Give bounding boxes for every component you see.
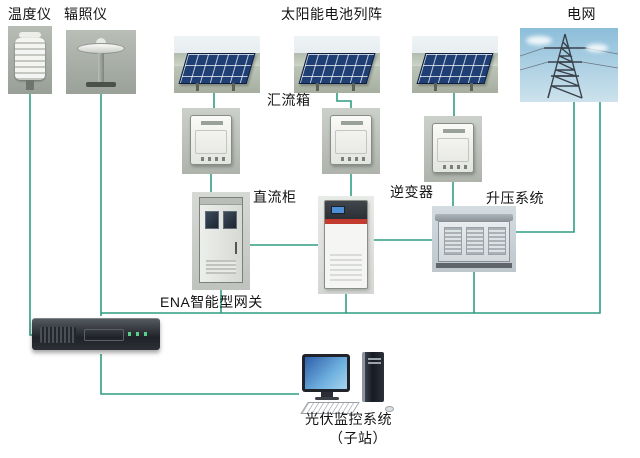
vent-grille — [330, 254, 362, 282]
wire-gateway-monitor — [100, 354, 299, 395]
box-door — [195, 130, 227, 154]
front-panel — [84, 329, 124, 341]
panel-leg — [470, 83, 473, 91]
monitor-icon — [302, 354, 350, 392]
dc-cabinet-label: 直流柜 — [253, 189, 297, 205]
inverter-label: 逆变器 — [390, 184, 434, 200]
nameplate — [201, 121, 223, 125]
solar-panel-icon — [298, 53, 376, 84]
drive-slots — [368, 358, 381, 364]
cable-glands — [201, 157, 225, 161]
vent-grille — [40, 327, 76, 343]
combiner-box-icon — [190, 115, 232, 165]
louver-panel — [488, 227, 506, 255]
monitor-stand — [321, 392, 333, 397]
louver-panel — [444, 227, 462, 255]
combiner-box-icon — [330, 115, 372, 165]
cabinet-window — [223, 211, 237, 229]
monitor-label-line2: （子站） — [329, 430, 387, 446]
louver-panel — [466, 227, 484, 255]
inverter-display — [331, 206, 345, 214]
sensor-mount-icon — [26, 80, 34, 90]
combiner-box-icon — [432, 123, 474, 173]
transformer-body-icon — [438, 221, 510, 262]
radiation-shield-cap-icon — [19, 32, 41, 38]
panel-leg — [352, 83, 355, 91]
radiation-shield-stack-icon — [15, 38, 45, 80]
nameplate — [443, 129, 465, 133]
pc-tower-icon — [362, 352, 384, 402]
solar-array-label: 太阳能电池列阵 — [281, 6, 383, 22]
cable-glands — [443, 165, 467, 169]
box-door — [437, 138, 469, 162]
solar-panel-icon — [416, 53, 494, 84]
boost-system-photo — [432, 206, 516, 272]
cloud — [586, 44, 608, 52]
temperature-label: 温度仪 — [8, 6, 52, 22]
monitor-label-line1: 光伏监控系统 — [305, 411, 392, 427]
dc-cabinet-icon — [199, 197, 243, 283]
cloud — [526, 36, 552, 45]
accent-stripe — [325, 219, 367, 224]
ena-gateway-photo — [32, 316, 160, 354]
wire-temperature-gateway — [29, 94, 33, 336]
mouse-icon — [385, 406, 394, 412]
box-door — [335, 130, 367, 154]
nameplate — [341, 121, 363, 125]
combiner-label: 汇流箱 — [267, 92, 311, 108]
pyranometer-base-icon — [86, 82, 116, 87]
irradiance-sensor-photo — [66, 30, 136, 94]
pyranometer-stem-icon — [98, 53, 104, 82]
inverter-photo — [318, 196, 374, 294]
solar-panel-photo-1 — [174, 36, 260, 93]
temperature-sensor-photo — [8, 26, 52, 94]
panel-leg — [316, 83, 319, 91]
irradiance-label: 辐照仪 — [64, 6, 108, 22]
solar-panel-icon — [178, 53, 256, 84]
solar-panel-photo-2 — [294, 36, 380, 93]
inverter-cabinet-icon — [324, 200, 368, 289]
pyranometer-dome-icon — [96, 38, 106, 44]
vent-grille — [206, 260, 236, 274]
rack-server-icon — [32, 318, 160, 350]
monitoring-pc-photo — [298, 350, 394, 416]
combiner-box-photo-2 — [322, 108, 380, 174]
grid-label: 电网 — [567, 6, 596, 22]
inverter-head-panel — [325, 201, 367, 219]
transformer-roof — [435, 214, 513, 221]
boost-system-label: 升压系统 — [486, 190, 544, 206]
combiner-box-photo-1 — [182, 108, 240, 174]
combiner-box-photo-3 — [424, 116, 482, 182]
wire-panel2-combiner2 — [336, 93, 352, 108]
panel-leg — [196, 83, 199, 91]
dc-cabinet-photo — [192, 192, 250, 290]
gateway-label: ENA智能型网关 — [160, 294, 263, 310]
wire-grid-bus-gateway — [101, 102, 601, 314]
panel-leg — [232, 83, 235, 91]
wire-boost-grid — [516, 102, 575, 233]
cabinet-handle — [235, 242, 237, 254]
cabinet-window — [205, 211, 219, 229]
cable-glands — [341, 157, 365, 161]
panel-leg — [434, 83, 437, 91]
monitor-screen — [305, 357, 347, 389]
cabinet-top-strip — [200, 198, 242, 205]
solar-panel-photo-3 — [412, 36, 498, 93]
status-leds — [128, 332, 150, 336]
monitor-base — [315, 397, 339, 400]
power-grid-photo — [520, 28, 618, 102]
transformer-base — [436, 263, 512, 268]
